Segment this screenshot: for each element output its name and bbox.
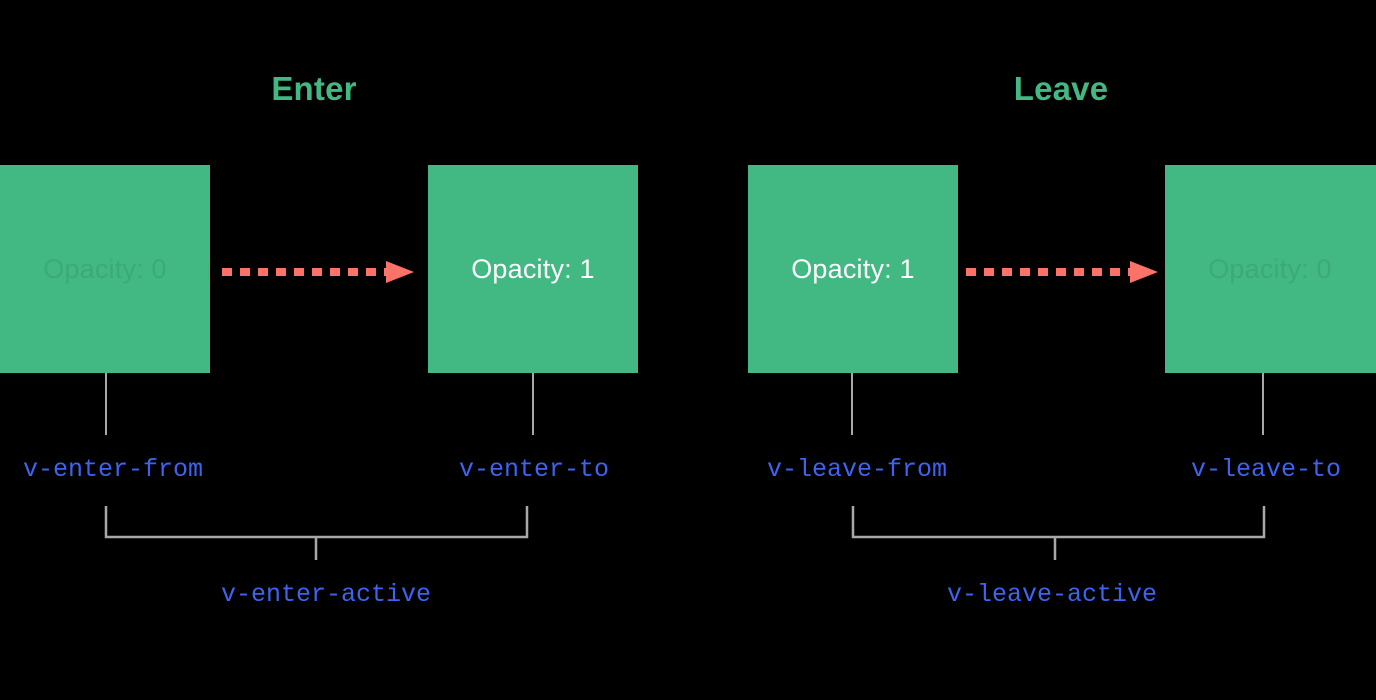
state-box-leave-from: Opacity: 1 — [748, 165, 958, 373]
state-box-enter-to: Opacity: 1 — [428, 165, 638, 373]
connector-line-enter-to — [532, 373, 534, 435]
dashed-arrow-right-leave — [966, 261, 1158, 283]
state-box-leave-to-label: Opacity: 0 — [1208, 253, 1332, 284]
bracket-leave-active — [851, 506, 1266, 560]
dashed-arrow-right-enter — [222, 261, 414, 283]
class-label-v-leave-active: v-leave-active — [946, 580, 1158, 609]
phase-title-leave: Leave — [1013, 70, 1109, 107]
state-box-leave-to: Opacity: 0 — [1165, 165, 1376, 373]
class-label-v-enter-to: v-enter-to — [458, 455, 610, 484]
state-box-enter-to-label: Opacity: 1 — [471, 253, 595, 284]
connector-line-enter-from — [105, 373, 107, 435]
class-label-v-leave-to: v-leave-to — [1190, 455, 1342, 484]
class-label-v-enter-active: v-enter-active — [220, 580, 432, 609]
phase-title-enter: Enter — [271, 70, 357, 107]
state-box-enter-from-label: Opacity: 0 — [43, 253, 167, 284]
connector-line-leave-to — [1262, 373, 1264, 435]
bracket-enter-active — [104, 506, 529, 560]
connector-line-leave-from — [851, 373, 853, 435]
class-label-v-enter-from: v-enter-from — [22, 455, 204, 484]
state-box-enter-from: Opacity: 0 — [0, 165, 210, 373]
class-label-v-leave-from: v-leave-from — [766, 455, 948, 484]
state-box-leave-from-label: Opacity: 1 — [791, 253, 915, 284]
